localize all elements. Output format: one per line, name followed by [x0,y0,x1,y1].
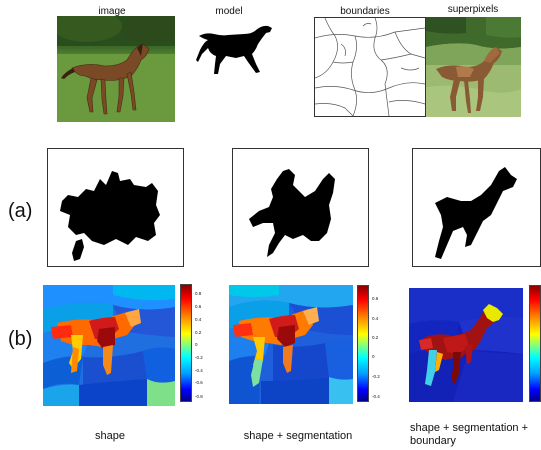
superpixels-panel [426,17,521,117]
colorbar-shape-segmentation-boundary [529,285,541,402]
tick: 0.4 [195,317,202,322]
tick: -0.4 [195,368,203,373]
tick: -0.2 [372,374,380,379]
model-label: model [215,6,243,17]
caption-shape: shape [95,430,125,442]
tick: 0.4 [372,316,379,321]
tick: 0 [372,354,375,359]
tick: -0.8 [195,394,203,399]
heatmap-shape [43,285,175,406]
tick: 0.2 [195,330,202,335]
tick: 0.6 [195,304,202,309]
tick: -0.2 [195,355,203,360]
mask-shape [47,148,184,267]
mask-shape-segmentation-boundary [412,148,541,267]
tick: 0 [195,342,198,347]
colorbar-shape-segmentation [357,285,369,402]
tick: -0.4 [372,394,380,399]
caption-shape-segmentation-boundary: shape + segmentation + boundary [410,422,529,447]
mask-shape-segmentation [232,148,369,267]
tick: 0.2 [372,335,379,340]
heatmap-shape-segmentation-boundary [409,288,523,402]
tick: 0.8 [195,291,202,296]
tick: 0.6 [372,296,379,301]
row-label-b: (b) [8,328,33,350]
boundaries-label: boundaries [340,6,390,17]
caption-shape-segmentation: shape + segmentation [243,430,353,442]
colorbar-shape [180,284,192,402]
row-label-a: (a) [8,200,33,222]
superpixels-label: superpixels [447,4,499,15]
horse-photo [52,10,182,122]
tick: -0.6 [195,380,203,385]
heatmap-shape-segmentation [229,285,353,404]
boundaries-panel [314,17,426,117]
horse-model-silhouette [196,24,276,76]
image-label: image [98,6,126,17]
